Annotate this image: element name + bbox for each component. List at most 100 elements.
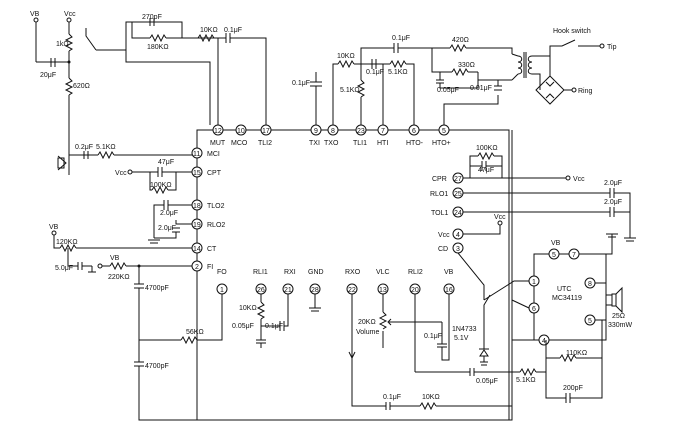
svg-text:21: 21	[284, 287, 292, 294]
pin-22-rxo: 22 RXO	[345, 269, 361, 295]
resistor-10k-rli1	[256, 301, 266, 320]
svg-text:0.01μF: 0.01μF	[470, 85, 492, 92]
resistor-220k	[109, 261, 127, 271]
svg-text:24: 24	[454, 210, 462, 217]
resistor-10k-txo	[337, 59, 355, 69]
svg-text:2.0μF: 2.0μF	[604, 199, 622, 206]
microphone-icon	[57, 157, 65, 169]
resistor-56k	[180, 335, 198, 345]
svg-text:10KΩ: 10KΩ	[422, 394, 440, 401]
svg-text:27: 27	[454, 176, 462, 183]
svg-text:4700pF: 4700pF	[145, 285, 169, 292]
svg-text:TXO: TXO	[324, 140, 339, 147]
svg-text:6: 6	[532, 306, 536, 313]
svg-text:25: 25	[454, 191, 462, 198]
resistor-110k	[559, 353, 577, 363]
pin-23-tli1: 23 TLI1	[353, 124, 367, 147]
svg-text:330mW: 330mW	[608, 322, 633, 329]
svg-text:26: 26	[257, 287, 265, 294]
svg-text:TLO2: TLO2	[207, 203, 225, 210]
pin-16-vb: 16 VB	[443, 269, 455, 295]
pin-24-tol1: 24 TOL1	[431, 206, 464, 218]
svg-text:10KΩ: 10KΩ	[239, 305, 257, 312]
svg-text:HTO+: HTO+	[432, 140, 451, 147]
transformer-icon	[517, 52, 533, 78]
svg-text:2.0μF: 2.0μF	[158, 225, 176, 232]
vcc-label-pin4: Vcc	[494, 214, 506, 221]
pin-26-rli1: 26 RLI1	[253, 269, 268, 295]
svg-text:5: 5	[552, 252, 556, 259]
svg-text:110KΩ: 110KΩ	[566, 350, 587, 357]
svg-text:0.1μF: 0.1μF	[392, 35, 410, 42]
svg-text:CD: CD	[438, 246, 448, 253]
resistor-5k1-hti	[389, 59, 407, 69]
svg-text:47μF: 47μF	[478, 167, 494, 174]
pin-10-mco: 10 MCO	[231, 124, 248, 147]
svg-text:12: 12	[214, 128, 222, 135]
svg-text:5.0μF: 5.0μF	[55, 265, 73, 272]
resistor-10k-top	[197, 33, 215, 43]
resistor-620	[64, 77, 74, 96]
svg-text:14: 14	[193, 246, 201, 253]
svg-text:GND: GND	[308, 269, 324, 276]
svg-text:TOL1: TOL1	[431, 210, 448, 217]
svg-text:HTI: HTI	[377, 140, 388, 147]
svg-text:420Ω: 420Ω	[452, 37, 469, 44]
svg-text:13: 13	[379, 287, 387, 294]
svg-text:RLO2: RLO2	[207, 222, 225, 229]
pin-12-mut: 12 MUT	[210, 124, 226, 147]
resistor-100k-cpr	[477, 151, 495, 161]
svg-text:FO: FO	[217, 269, 227, 276]
svg-text:2.0μF: 2.0μF	[160, 210, 178, 217]
svg-text:TLI2: TLI2	[258, 140, 272, 147]
svg-text:0.1μF: 0.1μF	[366, 69, 384, 76]
svg-text:2: 2	[195, 264, 199, 271]
svg-text:MC34119: MC34119	[552, 295, 582, 302]
svg-text:FI: FI	[207, 264, 213, 271]
svg-text:22: 22	[348, 287, 356, 294]
svg-text:6: 6	[412, 128, 416, 135]
hook-switch-label: Hook switch	[553, 28, 591, 35]
svg-text:100KΩ: 100KΩ	[150, 182, 172, 189]
svg-text:180KΩ: 180KΩ	[147, 44, 169, 51]
pin-9-txi: 9 TXI	[309, 124, 322, 147]
bridge-rectifier-icon	[535, 75, 565, 105]
pin-4-vcc: 4 Vcc	[438, 228, 464, 240]
volume-pot[interactable]	[378, 311, 388, 330]
resistor-10k-bot	[419, 401, 437, 411]
svg-text:Volume: Volume	[356, 329, 379, 336]
svg-text:Ring: Ring	[578, 88, 593, 95]
vcc-label-top: Vcc	[64, 11, 76, 18]
svg-text:330Ω: 330Ω	[458, 62, 475, 69]
svg-text:0.05μF: 0.05μF	[476, 378, 498, 385]
pin-3-cd: 3 CD	[438, 242, 464, 254]
svg-text:RLO1: RLO1	[430, 191, 448, 198]
svg-text:9: 9	[314, 128, 318, 135]
svg-text:5.1KΩ: 5.1KΩ	[516, 377, 536, 384]
resistor-5k1-mic	[97, 150, 115, 160]
svg-text:2.0μF: 2.0μF	[604, 180, 622, 187]
svg-text:TLI1: TLI1	[353, 140, 367, 147]
svg-text:7: 7	[381, 128, 385, 135]
vb-label-top: VB	[30, 11, 40, 18]
resistor-420	[449, 43, 467, 53]
speaker-icon	[611, 286, 623, 314]
svg-text:200pF: 200pF	[563, 385, 583, 392]
pin-14-ct: 14 CT	[191, 242, 217, 254]
svg-text:1: 1	[220, 287, 224, 294]
pin-28-gnd: 28 GND	[308, 269, 324, 295]
svg-text:25Ω: 25Ω	[612, 313, 625, 320]
svg-text:4: 4	[542, 338, 546, 345]
resistor-100k-cpt	[151, 185, 169, 195]
pin-20-rli2: 20 RLI2	[408, 269, 423, 295]
svg-text:220KΩ: 220KΩ	[108, 274, 130, 281]
svg-text:10: 10	[237, 128, 245, 135]
svg-text:18: 18	[193, 203, 201, 210]
resistor-120k	[59, 243, 77, 253]
svg-text:5.1KΩ: 5.1KΩ	[388, 69, 408, 76]
pin-6-hto-minus: 6 HTO-	[406, 124, 424, 147]
svg-text:0.1μF: 0.1μF	[383, 394, 401, 401]
resistor-330	[451, 67, 469, 77]
resistor-180k	[149, 33, 167, 43]
